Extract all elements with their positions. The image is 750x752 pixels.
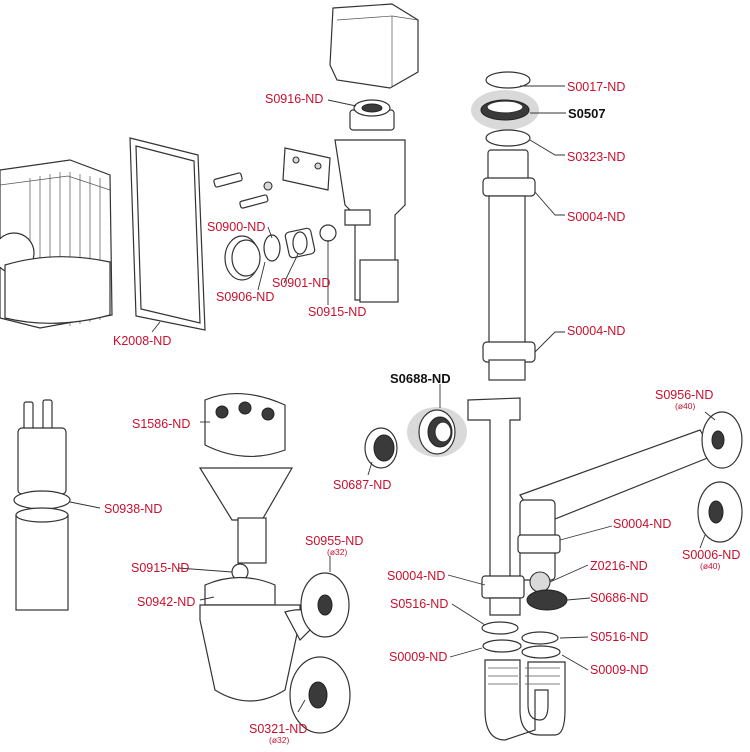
label-s0915-a: S0915-ND — [308, 305, 366, 319]
label-s0906: S0906-ND — [216, 290, 274, 304]
label-s0009-a: S0009-ND — [389, 650, 447, 664]
label-s0916: S0916-ND — [265, 92, 323, 106]
part-labels: S0017-ND S0507 S0323-ND S0916-ND S0004-N… — [104, 80, 740, 745]
label-s0321: S0321-ND — [249, 722, 307, 736]
standpipe — [480, 71, 536, 381]
label-z0216: Z0216-ND — [590, 559, 648, 573]
label-s0687: S0687-ND — [333, 478, 391, 492]
leader-lines — [69, 85, 716, 713]
label-s0009-b: S0009-ND — [590, 663, 648, 677]
label-s0516-a: S0516-ND — [390, 597, 448, 611]
label-s0004-c: S0004-ND — [613, 517, 671, 531]
trap-body-upper — [282, 3, 419, 303]
label-s0955-size: (ø32) — [327, 547, 347, 557]
overflow-fittings — [224, 224, 337, 281]
label-s1586: S1586-ND — [132, 417, 190, 431]
label-s0915-b: S0915-ND — [131, 561, 189, 575]
label-s0938: S0938-ND — [104, 502, 162, 516]
label-s0006-size: (ø40) — [700, 561, 720, 571]
rosettes-left — [289, 572, 351, 734]
rosettes-right — [697, 411, 743, 543]
bottle-trap — [198, 393, 321, 702]
label-s0686: S0686-ND — [590, 591, 648, 605]
label-s0956: S0956-ND — [655, 388, 713, 402]
hose-adapter — [13, 399, 71, 611]
label-s0942: S0942-ND — [137, 595, 195, 609]
bottom-trap-assembly — [467, 397, 716, 741]
label-s0956-size: (ø40) — [675, 401, 695, 411]
label-s0323: S0323-ND — [567, 150, 625, 164]
label-s0004-b: S0004-ND — [567, 324, 625, 338]
label-s0901: S0901-ND — [272, 276, 330, 290]
label-k2008: K2008-ND — [113, 334, 171, 348]
label-s0017: S0017-ND — [567, 80, 625, 94]
cover-plate — [129, 137, 206, 331]
adapter-nuts — [364, 409, 456, 469]
label-s0004-a: S0004-ND — [567, 210, 625, 224]
label-s0900: S0900-ND — [207, 220, 265, 234]
label-s0006: S0006-ND — [682, 548, 740, 562]
label-s0955: S0955-ND — [305, 534, 363, 548]
label-s0507: S0507 — [568, 106, 606, 121]
label-s0688: S0688-ND — [390, 371, 451, 386]
label-s0321-size: (ø32) — [269, 735, 289, 745]
label-s0516-b: S0516-ND — [590, 630, 648, 644]
wall-siphon-block — [0, 159, 113, 329]
label-s0004-d: S0004-ND — [387, 569, 445, 583]
ring-s0916-inner — [361, 103, 383, 113]
screws — [213, 172, 273, 209]
